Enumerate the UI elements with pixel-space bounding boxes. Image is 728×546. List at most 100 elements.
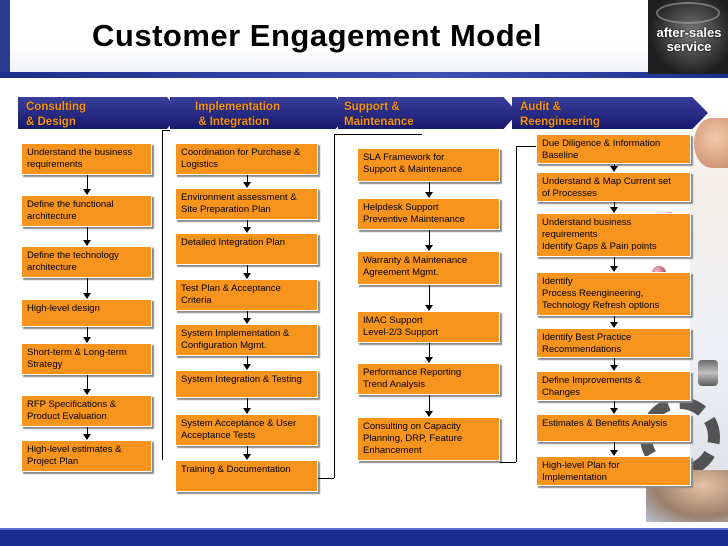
connector-col2-top (334, 134, 422, 135)
audit-step-4: Identify Process Reengineering, Technolo… (536, 272, 691, 316)
implementation-step-3: Detailed Integration Plan (175, 233, 318, 265)
arrow-head-icon (425, 192, 433, 198)
arrow-head-icon (243, 273, 251, 279)
arrow-line (429, 230, 430, 245)
arrow-line (87, 227, 88, 240)
arrow-head-icon (610, 450, 618, 456)
arrow-line (247, 175, 248, 182)
arrow-head-icon (83, 434, 91, 440)
phase-label-implementation: Implementation & Integration (195, 101, 280, 128)
arrow-line (247, 398, 248, 408)
implementation-step-8: Training & Documentation (175, 460, 318, 492)
support-step-4: IMAC Support Level-2/3 Support (357, 311, 500, 343)
consulting-step-6: RFP Specifications & Product Evaluation (21, 395, 152, 427)
connector-col2-to-col3 (334, 134, 335, 478)
arrow-line (247, 356, 248, 364)
mechanical-parts-icon (698, 360, 718, 386)
phase-chevron-consulting (18, 97, 180, 129)
implementation-step-6: System Integration & Testing (175, 370, 318, 398)
arrow-head-icon (83, 293, 91, 299)
support-step-6: Consulting on Capacity Planning, DRP, Fe… (357, 417, 500, 461)
arrow-head-icon (610, 322, 618, 328)
implementation-step-1: Coordination for Purchase & Logistics (175, 143, 318, 175)
connector-col3-top (516, 146, 536, 147)
arrow-line (87, 278, 88, 293)
arrow-head-icon (610, 408, 618, 414)
arrow-head-icon (610, 166, 618, 172)
arrow-line (614, 401, 615, 408)
arrow-head-icon (243, 227, 251, 233)
arrow-head-icon (610, 365, 618, 371)
implementation-step-4: Test Plan & Acceptance Criteria (175, 279, 318, 311)
left-accent-strip (0, 0, 10, 72)
phase-chevron-audit (512, 97, 708, 129)
arrow-line (614, 316, 615, 322)
arrow-line (247, 446, 248, 454)
consulting-step-5: Short-term & Long-term Strategy (21, 343, 152, 375)
audit-step-2: Understand & Map Current set of Processe… (536, 172, 691, 202)
consulting-step-2: Define the functional architecture (21, 195, 152, 227)
arrow-head-icon (610, 266, 618, 272)
arrow-head-icon (425, 411, 433, 417)
arrow-line (87, 427, 88, 434)
arrow-line (429, 395, 430, 411)
arrow-line (614, 257, 615, 266)
audit-step-3: Understand business requirements Identif… (536, 213, 691, 257)
arrow-head-icon (243, 318, 251, 324)
arrow-line (87, 375, 88, 389)
arrow-head-icon (243, 182, 251, 188)
arrow-line (614, 164, 615, 166)
arrow-head-icon (83, 189, 91, 195)
arrow-head-icon (610, 207, 618, 213)
phase-label-audit: Audit & Reengineering (520, 101, 600, 128)
connector-col2-bottom (318, 478, 334, 479)
title-bar (0, 0, 728, 74)
arrow-head-icon (425, 357, 433, 363)
arrow-line (247, 311, 248, 318)
implementation-step-2: Environment assessment & Site Preparatio… (175, 188, 318, 220)
footer-bar (0, 528, 728, 546)
implementation-step-7: System Acceptance & User Acceptance Test… (175, 414, 318, 446)
title-underline (0, 72, 728, 78)
support-step-5: Performance Reporting Trend Analysis (357, 363, 500, 395)
phase-chevron-implementation (170, 97, 350, 129)
audit-step-8: High-level Plan for Implementation (536, 456, 691, 486)
arrow-line (247, 220, 248, 227)
support-step-2: Helpdesk Support Preventive Maintenance (357, 198, 500, 230)
connector-col1-top (162, 130, 170, 131)
consulting-step-3: Define the technology architecture (21, 246, 152, 278)
arrow-head-icon (243, 408, 251, 414)
arrow-line (429, 182, 430, 192)
connector-col1-to-col2 (162, 130, 163, 460)
arrow-line (87, 327, 88, 337)
connector-col3-bottom (500, 462, 516, 463)
phase-chevron-support (338, 97, 518, 129)
connector-col3-to-col4 (516, 146, 517, 462)
arrow-head-icon (83, 240, 91, 246)
arrow-line (429, 285, 430, 305)
phase-label-consulting: Consulting & Design (26, 101, 87, 128)
support-step-3: Warranty & Maintenance Agreement Mgmt. (357, 251, 500, 285)
audit-step-5: Identify Best Practice Recommendations (536, 328, 691, 358)
audit-step-6: Define Improvements & Changes (536, 371, 691, 401)
arrow-head-icon (243, 454, 251, 460)
audit-step-7: Estimates & Benefits Analysis (536, 414, 691, 442)
arrow-head-icon (83, 337, 91, 343)
arrow-line (614, 358, 615, 365)
arrow-line (614, 442, 615, 450)
arrow-head-icon (425, 245, 433, 251)
arrow-head-icon (425, 305, 433, 311)
arrow-head-icon (83, 389, 91, 395)
implementation-step-5: System Implementation & Configuration Mg… (175, 324, 318, 356)
arrow-head-icon (243, 364, 251, 370)
arrow-line (614, 202, 615, 207)
after-sales-logo: after-sales service (648, 0, 728, 74)
consulting-step-4: High-level design (21, 299, 152, 327)
support-step-1: SLA Framework for Support & Maintenance (357, 148, 500, 182)
logo-disc-shape (656, 2, 720, 24)
phase-label-support: Support & Maintenance (344, 101, 414, 128)
consulting-step-7: High-level estimates & Project Plan (21, 440, 152, 472)
logo-text: after-sales service (656, 25, 722, 54)
arrow-line (247, 265, 248, 273)
consulting-step-1: Understand the business requirements (21, 143, 152, 175)
